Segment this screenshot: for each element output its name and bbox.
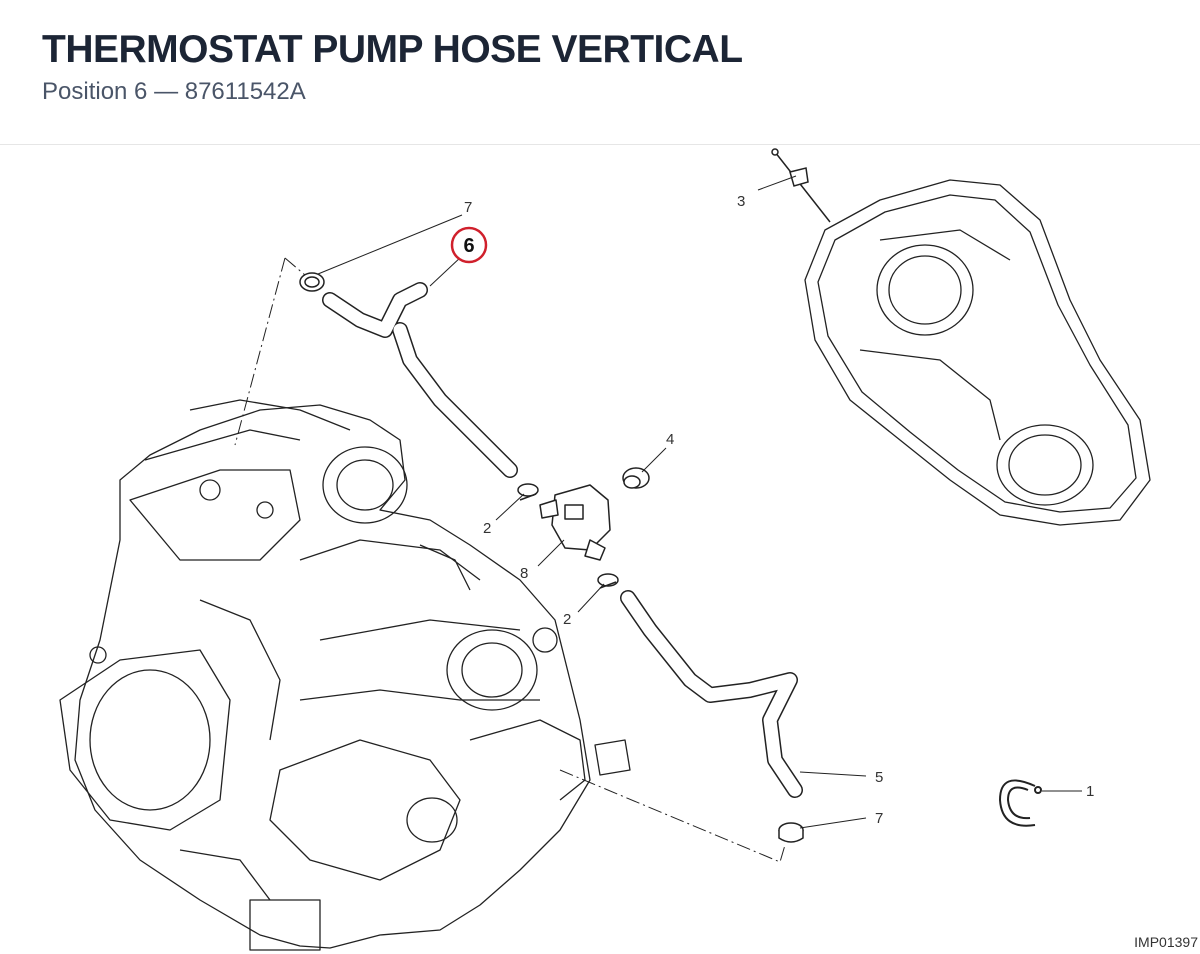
- clamp-2-bottom[interactable]: [597, 573, 619, 589]
- clamp-7-bottom[interactable]: [778, 822, 804, 843]
- callout-4: 4: [666, 431, 674, 448]
- engine-cover-drawing: [804, 179, 1151, 526]
- clamp-7-top[interactable]: [299, 272, 325, 292]
- callout-6-highlight[interactable]: 6: [450, 226, 488, 264]
- callout-2-bottom: 2: [563, 611, 571, 628]
- screw-3[interactable]: [771, 148, 831, 223]
- callout-6: 6: [463, 235, 474, 257]
- hose-5[interactable]: [620, 590, 803, 798]
- callout-7-top: 7: [464, 199, 472, 216]
- callout-2-top: 2: [483, 520, 491, 537]
- assembly-axis-lines: [234, 257, 786, 863]
- callout-labels: 7 3 4 2 8 2 5 7 1: [464, 193, 1094, 827]
- page-subtitle: Position 6 — 87611542A: [42, 78, 306, 105]
- callout-1: 1: [1086, 783, 1094, 800]
- highlight-ring: [450, 226, 488, 264]
- leader-lines: [317, 175, 1082, 829]
- page-header: THERMOSTAT PUMP HOSE VERTICAL Position 6…: [0, 0, 1200, 145]
- callout-7-bottom: 7: [875, 810, 883, 827]
- callout-5: 5: [875, 769, 883, 786]
- engine-block-drawing: [59, 399, 631, 951]
- callout-3: 3: [737, 193, 745, 210]
- clamp-2-top[interactable]: [517, 483, 539, 501]
- callout-8: 8: [520, 565, 528, 582]
- page-title: THERMOSTAT PUMP HOSE VERTICAL: [42, 28, 743, 71]
- image-reference-code: IMP01397: [1134, 934, 1198, 950]
- spring-clip-1[interactable]: [998, 779, 1042, 827]
- hose-6-vertical[interactable]: [322, 282, 518, 478]
- thermostat-pump-8[interactable]: [539, 484, 611, 561]
- grommet-4[interactable]: [622, 467, 650, 489]
